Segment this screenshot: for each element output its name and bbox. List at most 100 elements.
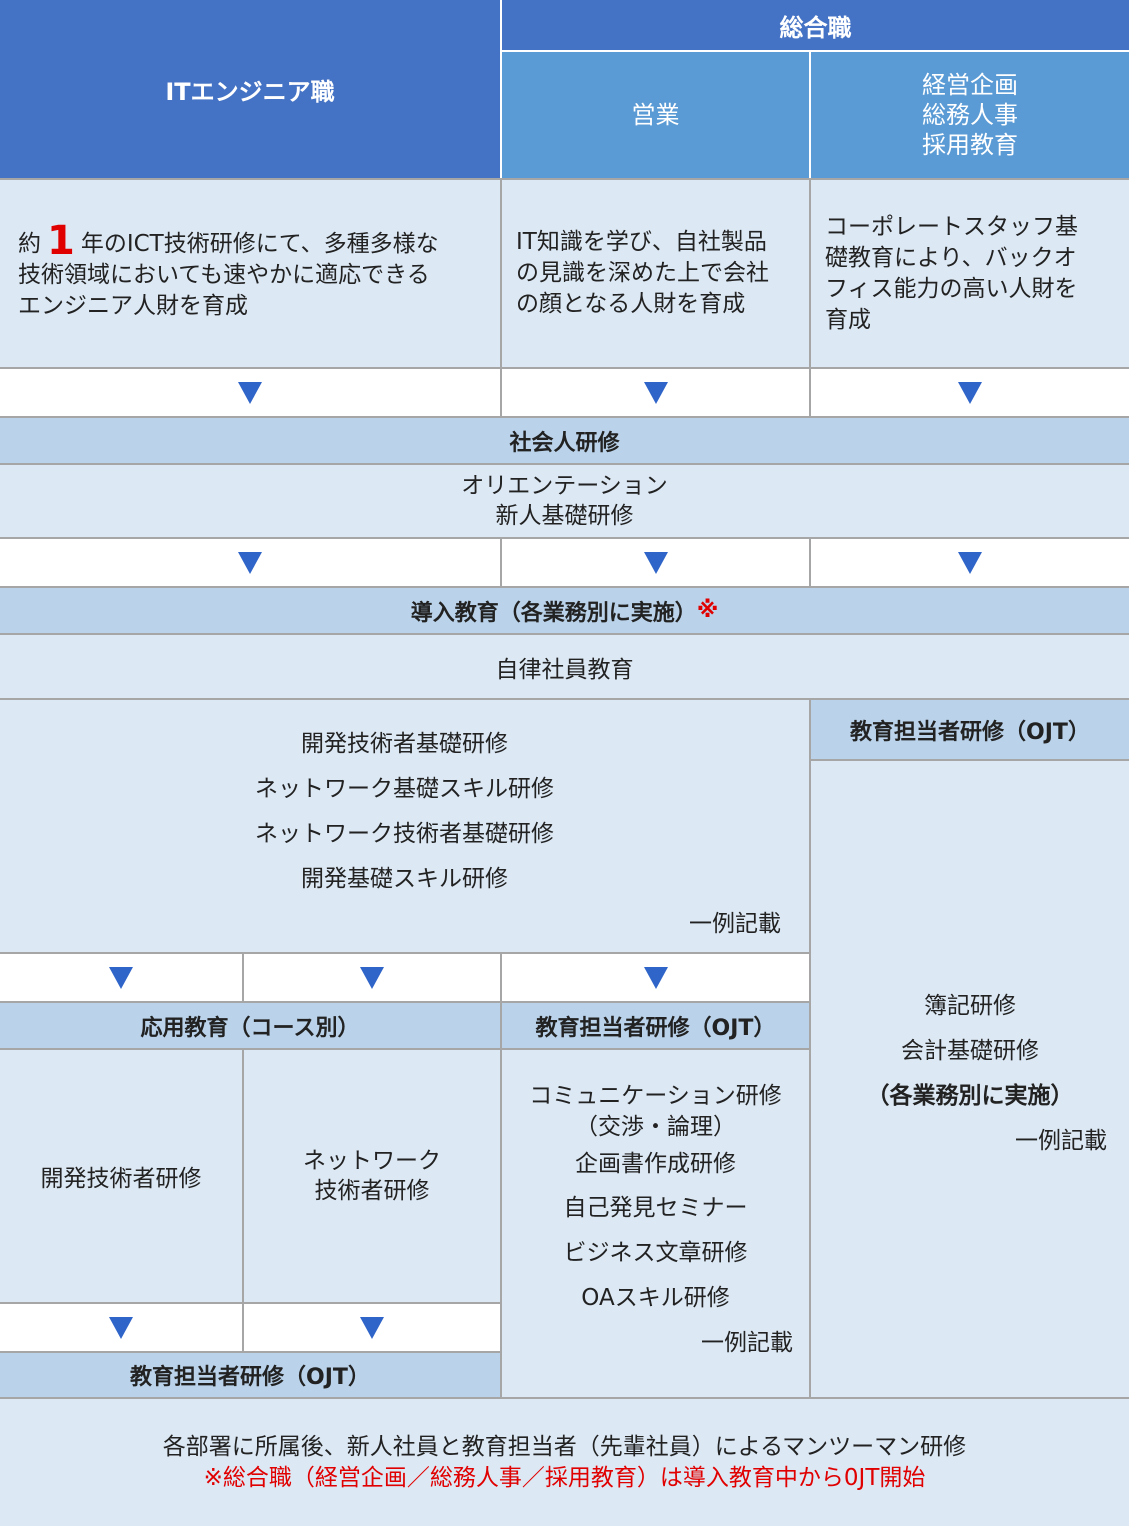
grid-line [0, 952, 809, 954]
grid-line [811, 759, 1129, 761]
header-it-engineer: ITエンジニア職 [0, 0, 500, 178]
it-basic-note: 一例記載 [689, 911, 781, 937]
header-general-label: 総合職 [779, 13, 852, 42]
down-triangle-icon [238, 381, 262, 404]
arrow-cell [244, 1304, 500, 1351]
down-triangle-icon [109, 1316, 133, 1339]
arrow-cell [0, 369, 500, 416]
grid-line [0, 416, 1129, 418]
description-sales-line: の顔となる人財を育成 [516, 291, 746, 317]
shakaijin-title-label: 社会人研修 [509, 430, 620, 456]
grid-line [500, 537, 502, 586]
applied-title: 応用教育（コース別） [0, 1003, 500, 1048]
sales-ojt-item: 自己発見セミナー [563, 1195, 748, 1221]
down-triangle-icon [360, 966, 384, 989]
arrow-cell [502, 369, 809, 416]
sales-ojt-title: 教育担当者研修（OJT） [502, 1003, 809, 1048]
down-triangle-icon [643, 551, 668, 574]
down-triangle-icon [109, 966, 133, 989]
footer-line1: 各部署に所属後、新人社員と教育担当者（先輩社員）によるマンツーマン研修 [162, 1433, 967, 1460]
sales-ojt-item: （交渉・論理） [575, 1114, 736, 1140]
applied-network-line: ネットワーク [303, 1148, 441, 1174]
corp-ojt-title: 教育担当者研修（OJT） [811, 700, 1129, 759]
shakaijin-item: オリエンテーション [461, 473, 668, 499]
corp-ojt-item: 会計基礎研修 [901, 1038, 1039, 1064]
header-corporate-line: 総務人事 [922, 101, 1018, 129]
dounyu-subtitle-label: 自律社員教育 [495, 656, 634, 683]
corp-ojt-bold: （各業務別に実施） [866, 1083, 1074, 1109]
corp-ojt-note: 一例記載 [1015, 1128, 1107, 1154]
it-basic-item: 開発技術者基礎研修 [301, 731, 508, 757]
corp-ojt-title-label: 教育担当者研修（OJT） [850, 719, 1090, 745]
down-triangle-icon [238, 551, 262, 574]
grid-line [0, 586, 1129, 588]
it-basic-list: 開発技術者基礎研修 ネットワーク基礎スキル研修 ネットワーク技術者基礎研修 開発… [0, 700, 809, 952]
footer: 各部署に所属後、新人社員と教育担当者（先輩社員）によるマンツーマン研修 ※総合職… [0, 1399, 1129, 1526]
down-triangle-icon [958, 551, 982, 574]
header-it-engineer-label: ITエンジニア職 [165, 77, 335, 106]
description-sales: IT知識を学び、自社製品 の見識を深めた上で会社 の顔となる人財を育成 [502, 180, 809, 367]
it-basic-item: ネットワーク技術者基礎研修 [255, 821, 554, 847]
description-corporate: コーポレートスタッフ基 礎教育により、バックオ フィス能力の高い人財を 育成 [811, 180, 1129, 367]
grid-line [500, 952, 502, 1397]
sales-ojt-list: コミュニケーション研修 （交渉・論理） 企画書作成研修 自己発見セミナー ビジネ… [502, 1050, 809, 1397]
applied-dev: 開発技術者研修 [0, 1050, 242, 1302]
grid-line [242, 952, 244, 1001]
applied-network: ネットワーク 技術者研修 [244, 1050, 500, 1302]
grid-line [0, 1302, 500, 1304]
description-it-highlight: 1 [47, 217, 75, 264]
description-sales-line: の見識を深めた上で会社 [516, 260, 769, 286]
header-sales-label: 営業 [631, 101, 680, 129]
description-it-prefix: 約 [18, 230, 41, 257]
description-corporate-line: コーポレートスタッフ基 [825, 213, 1078, 240]
arrow-cell [502, 954, 809, 1001]
sales-ojt-note: 一例記載 [701, 1330, 793, 1356]
header-general: 総合職 [502, 0, 1129, 50]
description-it-line2: 技術領域においても速やかに適応できる [18, 261, 430, 288]
grid-line [0, 1397, 1129, 1399]
grid-line [0, 463, 1129, 465]
description-it-line3: エンジニア人財を育成 [18, 292, 248, 319]
sales-ojt-item: ビジネス文章研修 [563, 1240, 748, 1266]
it-ojt-title-label: 教育担当者研修（OJT） [130, 1365, 370, 1390]
grid-line [0, 633, 1129, 635]
dounyu-title-label: 導入教育（各業務別に実施） [410, 600, 697, 626]
header-corporate-line: 経営企画 [922, 71, 1018, 99]
arrow-cell [0, 954, 242, 1001]
sales-ojt-item: コミュニケーション研修 [529, 1083, 782, 1109]
footer-note: ※総合職（経営企画／総務人事／採用教育）は導入教育中から0JT開始 [203, 1464, 926, 1491]
shakaijin-items: オリエンテーション 新人基礎研修 [0, 465, 1129, 537]
header-corporate: 経営企画 総務人事 採用教育 [811, 52, 1129, 178]
grid-line [0, 537, 1129, 539]
arrow-cell [244, 954, 500, 1001]
arrow-cell [811, 539, 1129, 586]
grid-line [500, 178, 502, 416]
shakaijin-item: 新人基礎研修 [495, 503, 634, 529]
grid-line [809, 178, 811, 416]
it-ojt-title: 教育担当者研修（OJT） [0, 1353, 500, 1397]
grid-line [809, 698, 811, 1397]
grid-line [0, 1001, 809, 1003]
arrow-cell [502, 539, 809, 586]
applied-network-line: 技術者研修 [314, 1178, 430, 1204]
applied-title-label: 応用教育（コース別） [140, 1015, 360, 1041]
arrow-cell [0, 539, 500, 586]
grid-line [0, 1048, 809, 1050]
arrow-cell [0, 1304, 242, 1351]
applied-dev-label: 開発技術者研修 [40, 1166, 202, 1192]
grid-line [0, 178, 1129, 180]
it-basic-item: 開発基礎スキル研修 [301, 866, 508, 892]
down-triangle-icon [643, 966, 668, 989]
down-triangle-icon [360, 1316, 384, 1339]
corp-ojt-item: 簿記研修 [924, 993, 1016, 1019]
header-sales: 営業 [502, 52, 809, 178]
dounyu-subtitle: 自律社員教育 [0, 635, 1129, 698]
sales-ojt-item: 企画書作成研修 [575, 1151, 736, 1177]
grid-line [242, 1048, 244, 1351]
sales-ojt-title-label: 教育担当者研修（OJT） [535, 1015, 776, 1041]
description-sales-line: IT知識を学び、自社製品 [516, 229, 767, 255]
description-it-rest: 年のICT技術研修にて、多種多様な [80, 230, 439, 257]
description-corporate-line: フィス能力の高い人財を [825, 275, 1078, 302]
